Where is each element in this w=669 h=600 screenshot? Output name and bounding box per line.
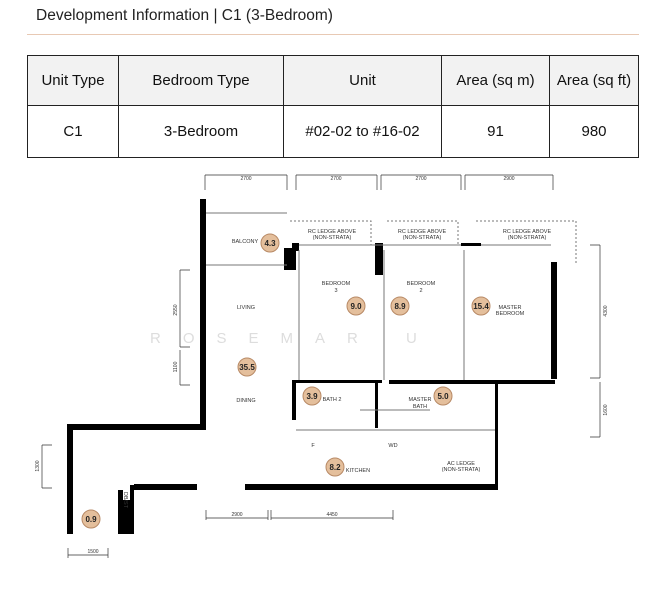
cell-area-sqm: 91 [441, 105, 550, 158]
dimension-lines [41, 174, 601, 558]
svg-text:MASTER: MASTER [409, 397, 432, 403]
unit-info-table: Unit Type Bedroom Type Unit Area (sq m) … [27, 55, 639, 158]
svg-text:1100: 1100 [173, 361, 179, 372]
area-badge-living: 35.5 [237, 357, 257, 377]
svg-text:MASTER: MASTER [499, 305, 522, 311]
table-row: C1 3-Bedroom #02-02 to #16-02 91 980 [27, 105, 639, 158]
svg-text:35.5: 35.5 [239, 363, 255, 372]
watermark: ROSEMAR U [150, 330, 439, 347]
svg-text:2700: 2700 [240, 176, 251, 182]
col-area-sqft: Area (sq ft) [549, 55, 639, 106]
svg-text:RC LEDGE ABOVE: RC LEDGE ABOVE [398, 229, 447, 235]
svg-text:4450: 4450 [326, 512, 337, 518]
svg-text:BEDROOM: BEDROOM [322, 281, 351, 287]
svg-text:BATH 2: BATH 2 [323, 397, 342, 403]
area-badge-entry: 0.9 [81, 509, 101, 529]
svg-text:1300: 1300 [35, 460, 41, 471]
svg-text:2900: 2900 [231, 512, 242, 518]
svg-text:BEDROOM: BEDROOM [407, 281, 436, 287]
partitions [206, 212, 577, 431]
area-badge-bedroom3: 9.0 [346, 296, 366, 316]
svg-text:KITCHEN: KITCHEN [346, 468, 370, 474]
svg-text:BATH: BATH [413, 404, 427, 410]
dimension-labels: 2700 2700 2700 2900 2550 1100 1300 4300 … [35, 176, 609, 555]
svg-text:4.3: 4.3 [264, 239, 276, 248]
page-title: Development Information | C1 (3-Bedroom) [36, 7, 333, 24]
svg-text:8.9: 8.9 [394, 302, 406, 311]
svg-text:4300: 4300 [603, 305, 609, 316]
svg-text:BEDROOM: BEDROOM [496, 311, 525, 317]
svg-text:F: F [311, 443, 315, 449]
svg-text:1500: 1500 [87, 549, 98, 555]
rc-ledge-labels: RC LEDGE ABOVE (NON-STRATA) RC LEDGE ABO… [308, 229, 552, 241]
living-label: LIVING [237, 305, 255, 311]
area-badge-master: 15.4 [471, 296, 491, 316]
svg-text:2700: 2700 [330, 176, 341, 182]
col-unit: Unit [283, 55, 442, 106]
cell-unit-type: C1 [27, 105, 119, 158]
table-header-row: Unit Type Bedroom Type Unit Area (sq m) … [27, 55, 639, 106]
svg-text:8.2: 8.2 [329, 463, 341, 472]
area-badge-bedroom2: 8.9 [390, 296, 410, 316]
svg-text:0.9: 0.9 [85, 515, 97, 524]
balcony-label: BALCONY [232, 239, 259, 245]
area-badge-master-bath: 5.0 [433, 386, 453, 406]
svg-text:2550: 2550 [173, 304, 179, 315]
svg-text:(NON-STRATA): (NON-STRATA) [508, 235, 547, 241]
svg-text:9.0: 9.0 [350, 302, 362, 311]
cell-unit: #02-02 to #16-02 [283, 105, 442, 158]
svg-text:AC LEDGE: AC LEDGE [447, 461, 475, 467]
svg-text:1600: 1600 [603, 404, 609, 415]
col-area-sqm: Area (sq m) [441, 55, 550, 106]
svg-text:3: 3 [334, 288, 337, 294]
dining-label: DINING [236, 398, 255, 404]
title-divider [27, 34, 639, 35]
svg-text:5.0: 5.0 [437, 392, 449, 401]
floor-plan: ROSEMAR U 2700 2700 2700 2900 2550 1100 … [35, 174, 609, 558]
room-labels: BALCONY LIVING DINING BEDROOM 3 BEDROOM … [122, 229, 551, 509]
area-badge-balcony: 4.3 [260, 233, 280, 253]
svg-text:RC LEDGE ABOVE: RC LEDGE ABOVE [308, 229, 357, 235]
svg-text:3.9: 3.9 [306, 392, 318, 401]
cell-area-sqft: 980 [549, 105, 639, 158]
svg-text:15.4: 15.4 [473, 302, 489, 311]
svg-text:DB/ST: DB/ST [122, 492, 128, 509]
svg-text:(NON-STRATA): (NON-STRATA) [403, 235, 442, 241]
col-unit-type: Unit Type [27, 55, 119, 106]
svg-text:(NON-STRATA): (NON-STRATA) [313, 235, 352, 241]
svg-text:2: 2 [419, 288, 422, 294]
svg-text:2700: 2700 [415, 176, 426, 182]
svg-text:WD: WD [388, 443, 397, 449]
svg-text:(NON-STRATA): (NON-STRATA) [442, 467, 481, 473]
walls [67, 199, 557, 534]
svg-text:RC LEDGE ABOVE: RC LEDGE ABOVE [503, 229, 552, 235]
svg-text:2900: 2900 [503, 176, 514, 182]
area-badge-bath2: 3.9 [302, 386, 322, 406]
col-bedroom-type: Bedroom Type [118, 55, 284, 106]
cell-bedroom-type: 3-Bedroom [118, 105, 284, 158]
area-badge-kitchen: 8.2 [325, 457, 345, 477]
